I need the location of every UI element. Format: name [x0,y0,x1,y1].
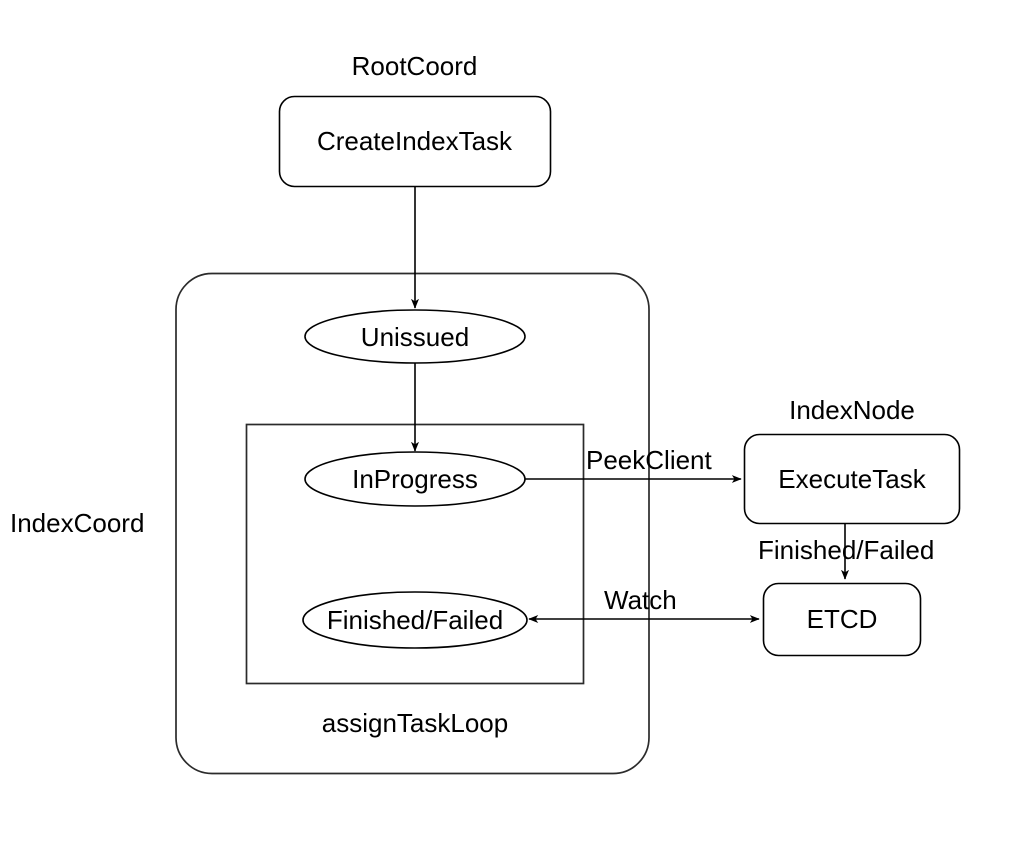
node-create-index-task-label[interactable]: CreateIndexTask [316,126,513,156]
header-index-node: IndexNode [789,395,915,425]
node-in-progress-shape[interactable] [304,451,526,507]
header-root-coord: RootCoord [351,51,478,81]
node-finished-failed-shape[interactable] [302,591,528,649]
node-execute-task-shape[interactable] [743,433,961,525]
edge-label-finished-failed: Finished/Failed [758,535,935,565]
group-index-coord-boundary [175,272,650,775]
group-index-coord-label: IndexCoord [10,508,145,538]
node-unissued-shape[interactable] [304,309,526,364]
node-finished-failed-label[interactable]: Finished/Failed [326,605,504,635]
node-execute-task-label[interactable]: ExecuteTask [778,464,926,494]
edge-label-peek-client: PeekClient [586,445,712,475]
node-unissued-label[interactable]: Unissued [360,322,470,352]
node-create-index-task-shape[interactable] [278,95,552,188]
edge-label-watch: Watch [604,585,677,615]
node-in-progress-label[interactable]: InProgress [352,464,478,494]
node-etcd-label[interactable]: ETCD [806,604,878,634]
node-etcd-shape[interactable] [762,582,922,657]
group-assign-task-loop-label: assignTaskLoop [321,708,509,738]
